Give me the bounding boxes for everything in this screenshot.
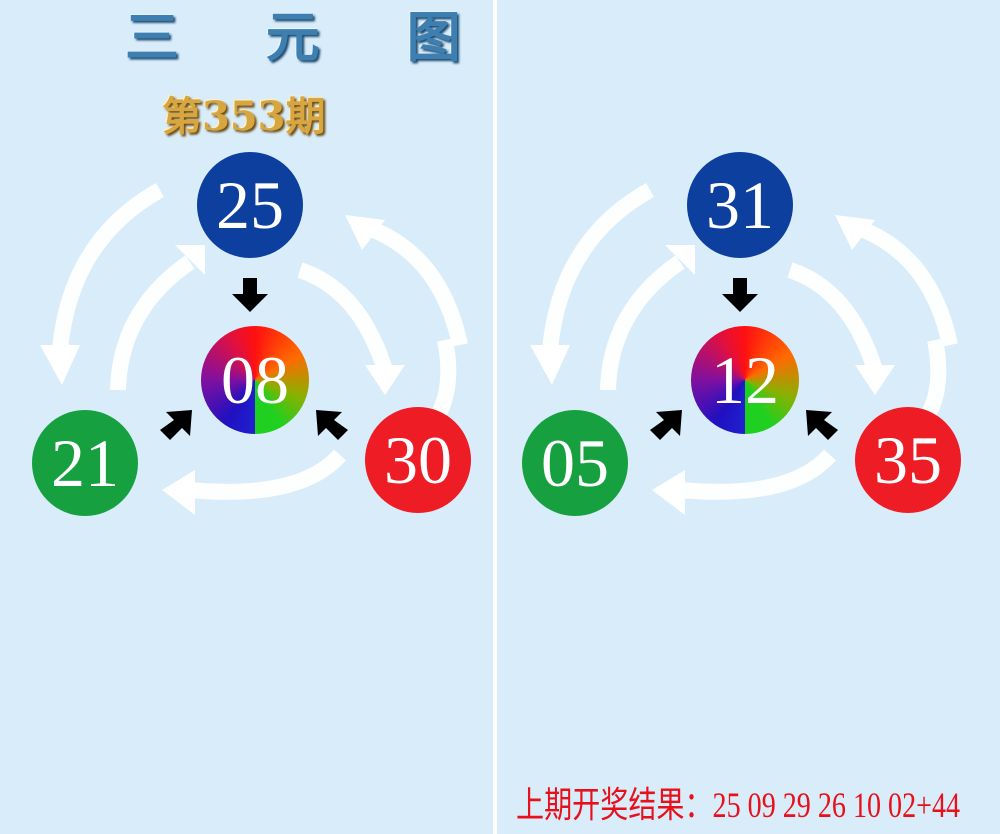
left-number-ball: 21: [32, 410, 138, 516]
up-right-arrow-icon: [650, 410, 682, 440]
inner-arrow-left: [600, 255, 685, 391]
inner-arrow-right-outer: [428, 338, 457, 425]
outer-arrow-left: [52, 183, 164, 351]
arrowhead-icon: [835, 215, 875, 250]
issue-number: 第353期: [162, 93, 326, 140]
arrowhead-icon: [40, 345, 80, 385]
outer-arrow-bottom: [679, 449, 836, 500]
left-panel: 三 元 图 第353期 25 08 21 30: [0, 0, 495, 834]
down-arrow-icon: [722, 278, 758, 312]
outer-arrow-bottom: [189, 449, 346, 500]
arrowhead-icon: [345, 215, 385, 250]
cycle-arrows: [530, 183, 958, 515]
right-number-ball: 35: [855, 407, 961, 513]
right-panel: 31 12 05 35: [490, 0, 985, 834]
center-number-ball: 08: [201, 326, 309, 434]
arrowhead-icon: [652, 470, 685, 515]
right-number-ball: 30: [365, 407, 471, 513]
outer-arrow-left: [542, 183, 654, 351]
outer-arrow-right: [847, 217, 958, 347]
page-title: 三 元 图: [125, 5, 495, 69]
arrowhead-icon: [530, 345, 570, 385]
down-arrow-icon: [232, 278, 268, 312]
arrowhead-icon: [162, 470, 195, 515]
cycle-arrows: [40, 183, 468, 515]
arrowhead-icon: [175, 245, 205, 275]
last-result-text: 上期开奖结果：25 09 29 26 10 02+44: [516, 785, 961, 825]
arrowhead-icon: [365, 365, 405, 395]
inner-arrow-left: [110, 255, 195, 391]
up-right-arrow-icon: [160, 410, 192, 440]
inner-arrow-right-outer: [918, 338, 947, 425]
outer-arrow-right: [357, 217, 468, 347]
top-number-ball: 25: [197, 152, 303, 258]
inner-arrow-right: [297, 262, 393, 373]
center-number-ball: 12: [691, 326, 799, 434]
arrowhead-icon: [855, 365, 895, 395]
up-left-arrow-icon: [806, 410, 838, 440]
top-number-ball: 31: [687, 152, 793, 258]
arrowhead-icon: [665, 245, 695, 275]
panel-divider: [493, 0, 497, 834]
up-left-arrow-icon: [316, 410, 348, 440]
left-number-ball: 05: [522, 410, 628, 516]
inner-arrow-right: [787, 262, 883, 373]
